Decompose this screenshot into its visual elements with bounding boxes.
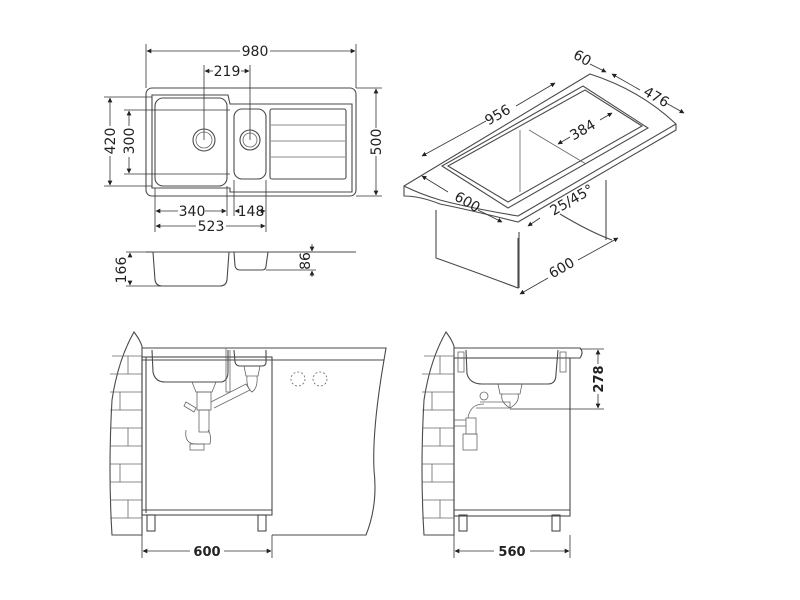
dim-bowl-outer-depth: 420 — [103, 128, 119, 155]
side-trap-plumbing — [454, 383, 523, 451]
dim-main-bowl-depth: 166 — [114, 257, 130, 284]
top-view: 980 219 500 420 300 340 14 — [103, 44, 385, 235]
trap-plumbing — [183, 348, 261, 451]
side-installation-view: 278 560 — [421, 331, 607, 560]
dim-overall-width: 980 — [242, 44, 269, 60]
dim-side-cabinet-depth: 560 — [498, 545, 525, 560]
dim-overall-depth: 500 — [369, 129, 385, 156]
dim-small-bowl-width: 148 — [238, 204, 265, 220]
dim-front-cabinet-width: 600 — [193, 545, 220, 560]
dim-main-bowl-width: 340 — [179, 204, 206, 220]
dim-cabinet-width-iso: 600 — [546, 255, 577, 282]
dim-small-bowl-depth: 86 — [298, 252, 314, 270]
front-installation-view: 600 — [109, 331, 387, 560]
dim-bowls-total-width: 523 — [198, 219, 225, 235]
main-bowl — [154, 97, 228, 187]
dim-edge-offset: 60 — [570, 47, 593, 70]
isometric-view: 956 60 476 384 600 25/45° 600 — [403, 47, 685, 295]
side-section-view: 166 86 — [114, 244, 356, 287]
drainer — [269, 108, 347, 180]
dim-drain-spacing: 219 — [214, 64, 241, 80]
dim-bowl-inner-depth: 300 — [122, 128, 138, 155]
dim-installation-depth: 278 — [592, 365, 607, 392]
